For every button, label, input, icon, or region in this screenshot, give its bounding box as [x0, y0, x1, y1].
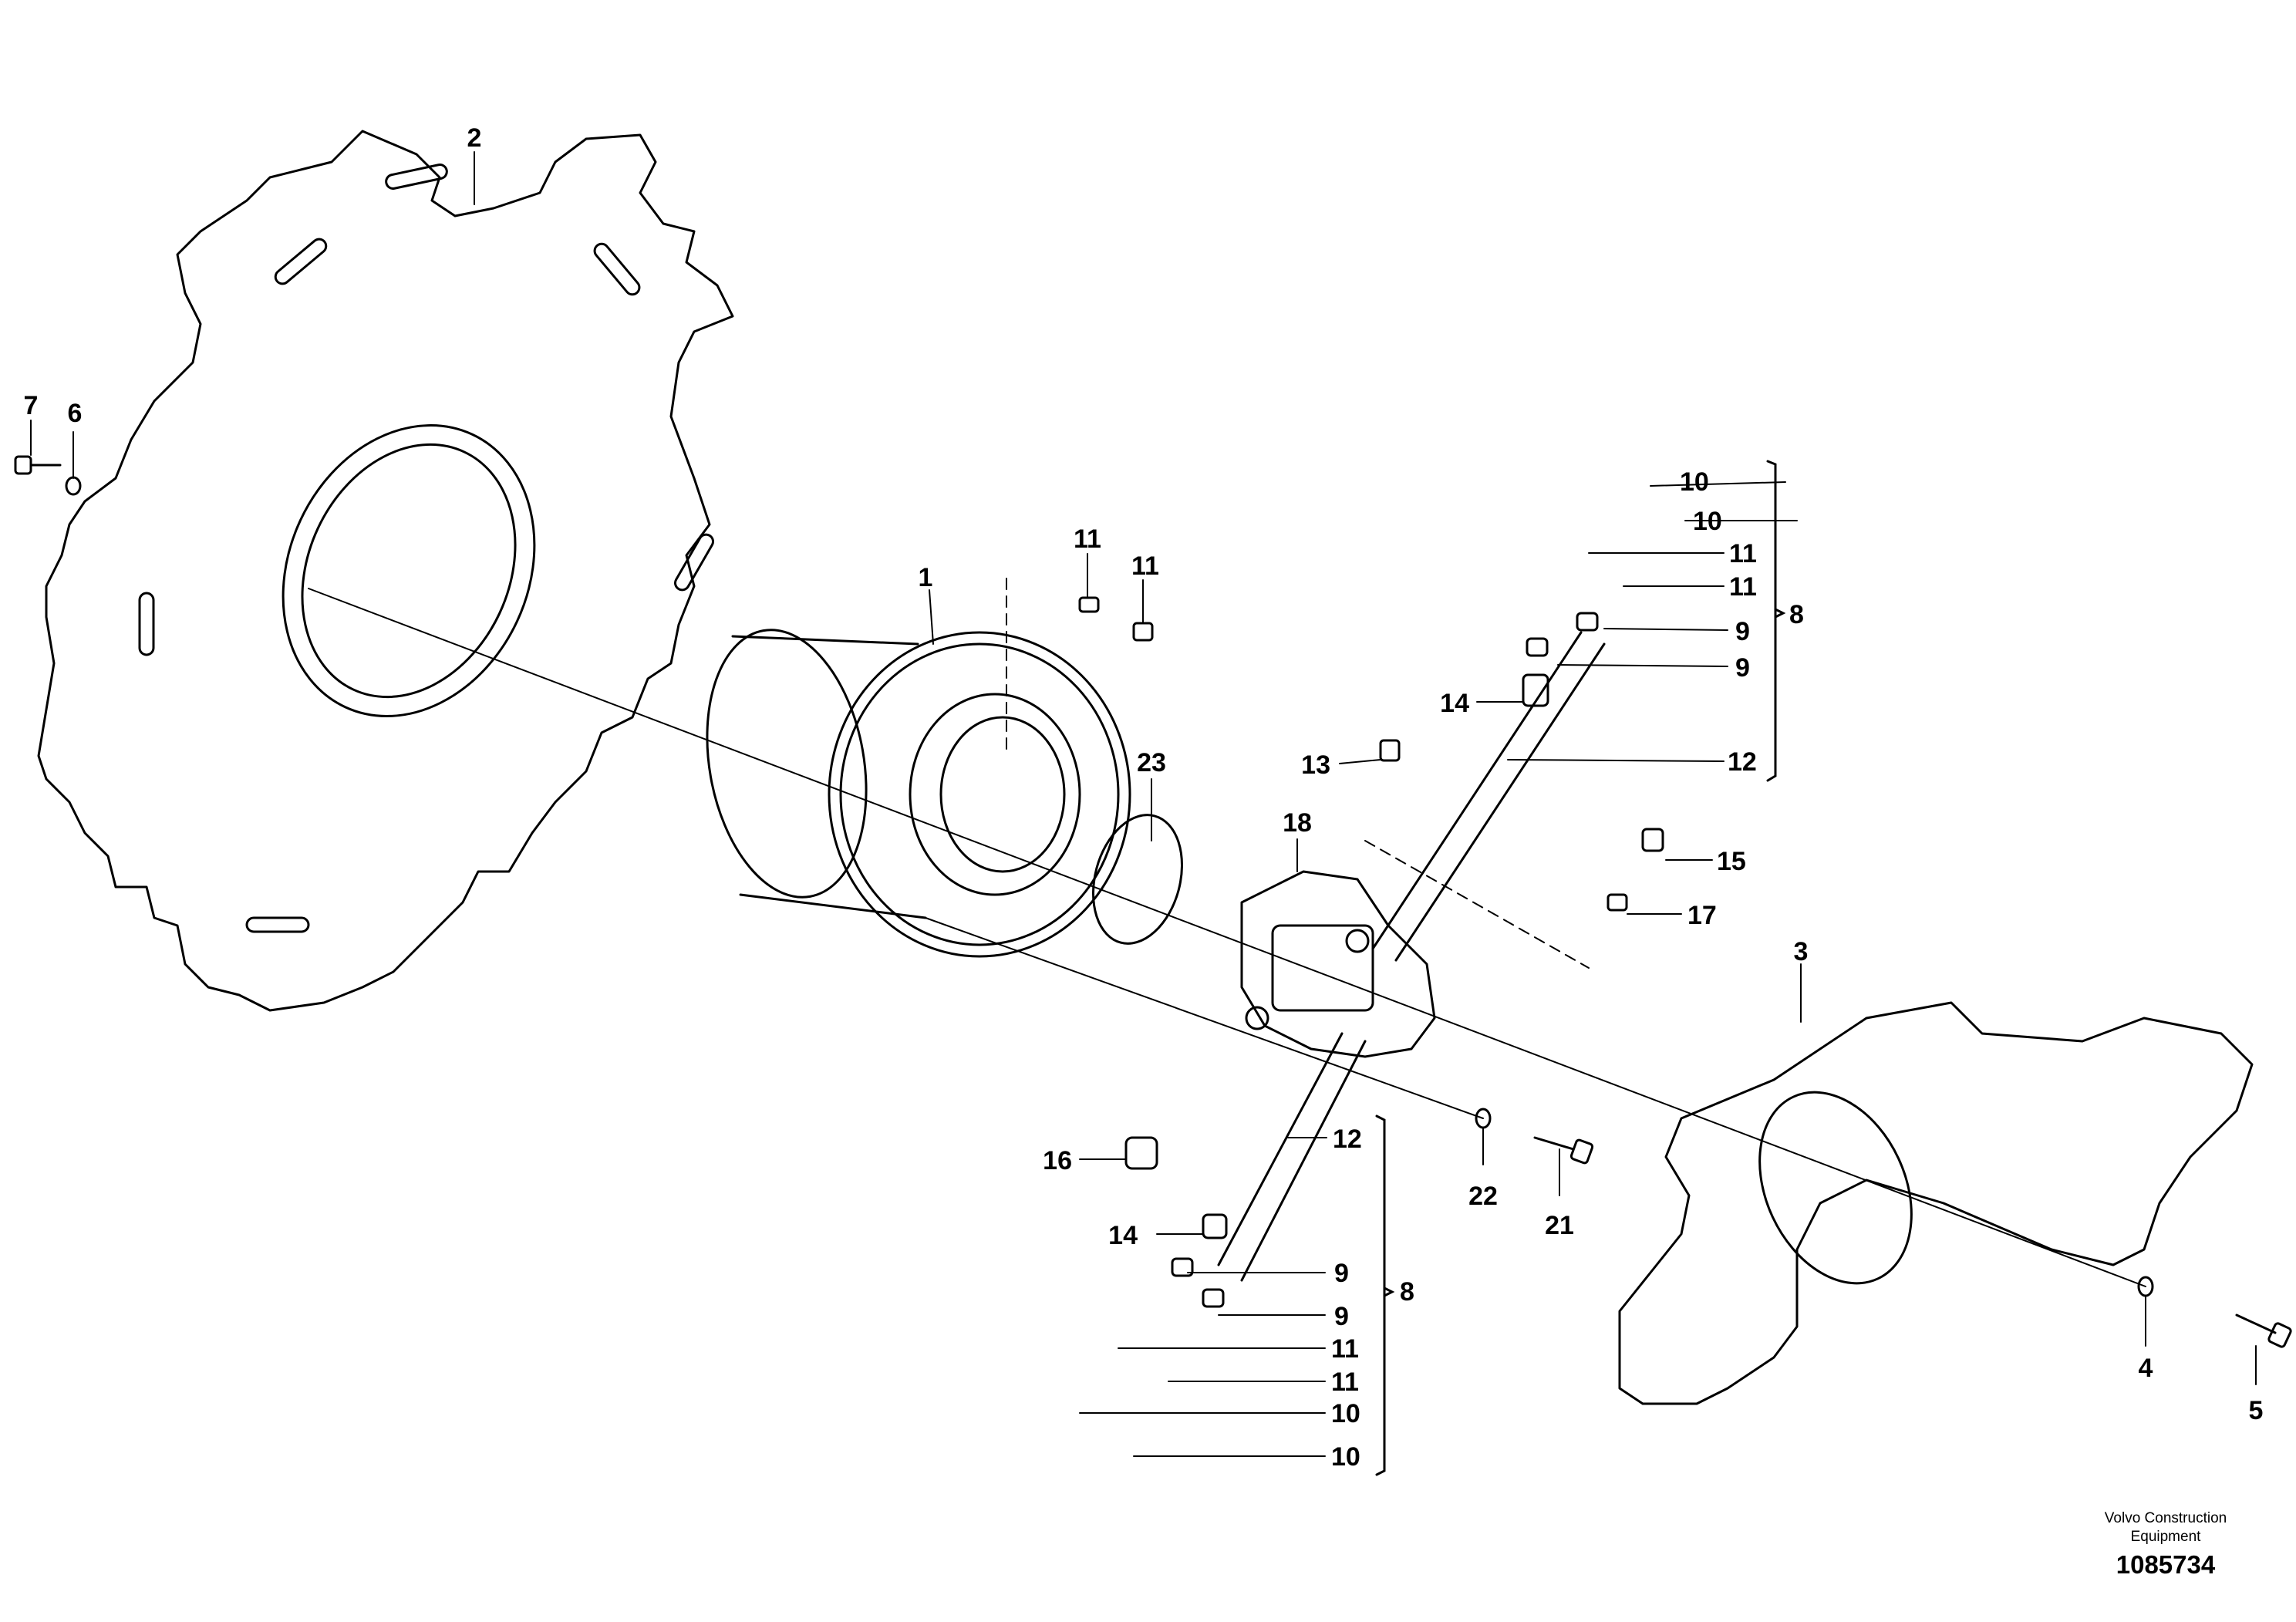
bolt-21 [1533, 1136, 1594, 1165]
bracket [1618, 1001, 2254, 1405]
leader-1 [929, 589, 934, 645]
callout-9-upper-b: 9 [1735, 653, 1750, 683]
callout-5: 5 [2249, 1396, 2264, 1425]
hydraulic-motor [1240, 870, 1436, 1058]
callout-14-upper: 14 [1440, 689, 1469, 718]
fitting-13 [1379, 739, 1401, 762]
clamp-9-upper-b [1526, 637, 1549, 657]
bracket-bore [1758, 1091, 1913, 1285]
callout-18: 11 [1131, 551, 1159, 581]
callout-6: 6 [68, 399, 83, 428]
callout-11-upper-a: 11 [1729, 539, 1757, 568]
clamp-9-lower-b [1202, 1288, 1225, 1308]
upper-hose [1371, 631, 1606, 962]
fitting-14-upper [1522, 673, 1549, 707]
callout-11-lower-b: 11 [1331, 1367, 1359, 1397]
callout-15: 15 [1717, 847, 1746, 876]
brand-line-2: Equipment [2131, 1529, 2202, 1545]
callout-12-lower: 12 [1333, 1125, 1362, 1154]
callout-11-lower-a: 11 [1331, 1334, 1359, 1364]
fitting-14-lower [1202, 1213, 1228, 1239]
fitting-16 [1124, 1136, 1158, 1170]
callout-2: 2 [467, 123, 482, 153]
washer-6 [65, 476, 82, 496]
clamp-9-lower-a [1171, 1257, 1194, 1277]
gasket-23 [1091, 814, 1184, 945]
callout-3: 3 [1794, 937, 1809, 966]
dashed-line-13-17 [1364, 840, 1590, 969]
callout-14-lower: 14 [1108, 1221, 1138, 1250]
callout-10-lower-b: 10 [1331, 1442, 1360, 1472]
fitting-19 [1078, 596, 1100, 613]
callout-20: 18 [1283, 808, 1312, 838]
main-centre-line [308, 588, 2146, 1287]
callout-22: 22 [1468, 1182, 1498, 1211]
leader-9a [1603, 628, 1728, 631]
callout-9-upper-a: 9 [1735, 617, 1750, 646]
callout-1: 1 [919, 563, 933, 592]
callout-11-upper-b: 11 [1729, 572, 1757, 602]
bolt-5 [2235, 1313, 2292, 1348]
leader-9b [1557, 664, 1728, 667]
callout-10-upper-a: 10 [1680, 467, 1709, 497]
callout-17: 17 [1687, 901, 1717, 930]
leader-13 [1339, 759, 1381, 764]
fitting-18 [1132, 622, 1154, 642]
leader-12a [1507, 759, 1725, 762]
leader-10a [1650, 481, 1786, 487]
callout-23: 23 [1137, 748, 1166, 777]
sprocket-plate [37, 130, 734, 1012]
callout-8-lower: 8 [1400, 1277, 1414, 1307]
lower-centre-line [925, 917, 1484, 1119]
callout-4: 4 [2139, 1354, 2153, 1383]
callout-7: 7 [24, 391, 39, 420]
callout-10-upper-b: 10 [1693, 507, 1722, 536]
callout-21: 21 [1545, 1211, 1574, 1240]
bolt-7 [14, 455, 62, 475]
group-bracket-8-lower [1375, 1114, 1395, 1476]
fitting-17 [1607, 893, 1628, 912]
callout-9-lower-a: 9 [1334, 1259, 1349, 1288]
callout-9-lower-b: 9 [1334, 1302, 1349, 1331]
lower-hose [1217, 1032, 1367, 1282]
callout-16: 16 [1043, 1146, 1072, 1175]
final-drive-hub [706, 629, 1131, 958]
drawing-number: 1085734 [2116, 1550, 2216, 1579]
callout-13: 13 [1301, 750, 1330, 780]
callout-12-upper: 12 [1728, 747, 1757, 777]
clamp-9-upper-a [1576, 612, 1599, 632]
brand-line-1: Volvo Construction [2105, 1510, 2227, 1526]
callout-8-upper: 8 [1789, 600, 1804, 629]
group-bracket-8-upper [1766, 460, 1786, 782]
callout-19: 11 [1074, 524, 1101, 554]
callout-10-lower-a: 10 [1331, 1399, 1360, 1428]
fitting-15 [1641, 828, 1664, 852]
